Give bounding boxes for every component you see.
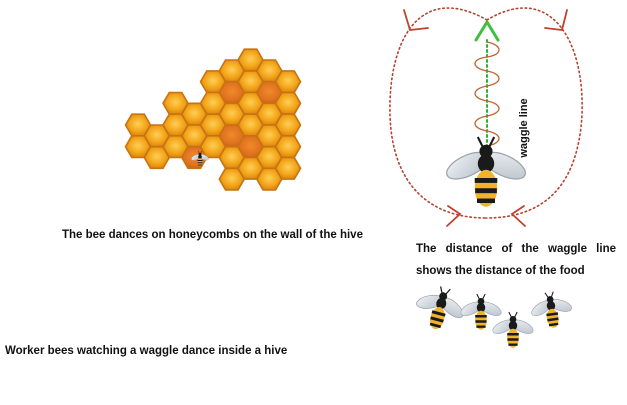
direction-arrow (476, 22, 498, 40)
dancing-bee-icon (443, 137, 529, 207)
worker-bee-icon (409, 281, 471, 336)
arrowhead-top-right (545, 10, 567, 30)
honeycomb-cell (276, 71, 301, 93)
honeycomb-cell (276, 114, 301, 136)
distance-caption-line-2: shows the distance of the food (416, 265, 585, 277)
arrowhead-bottom-right (512, 206, 525, 226)
waggle-line-label: waggle line (518, 98, 530, 158)
honeycomb-cell (276, 93, 301, 115)
worker-bee-icon (491, 312, 535, 348)
honeycomb-cell (276, 158, 301, 180)
worker-bee-icon (459, 294, 503, 330)
distance-caption-line-1: The distance of the waggle line (416, 243, 616, 255)
dance-loop-right (486, 8, 582, 218)
honeycomb-cell (276, 136, 301, 158)
worker-bee-icon (527, 289, 576, 331)
workers-caption: Worker bees watching a waggle dance insi… (5, 345, 287, 357)
arrowhead-top-left (404, 10, 428, 30)
honeycomb-illustration (126, 49, 301, 190)
arrowhead-bottom-left (447, 206, 460, 226)
hive-caption: The bee dances on honeycombs on the wall… (62, 229, 363, 241)
dance-loop-left (390, 8, 487, 218)
